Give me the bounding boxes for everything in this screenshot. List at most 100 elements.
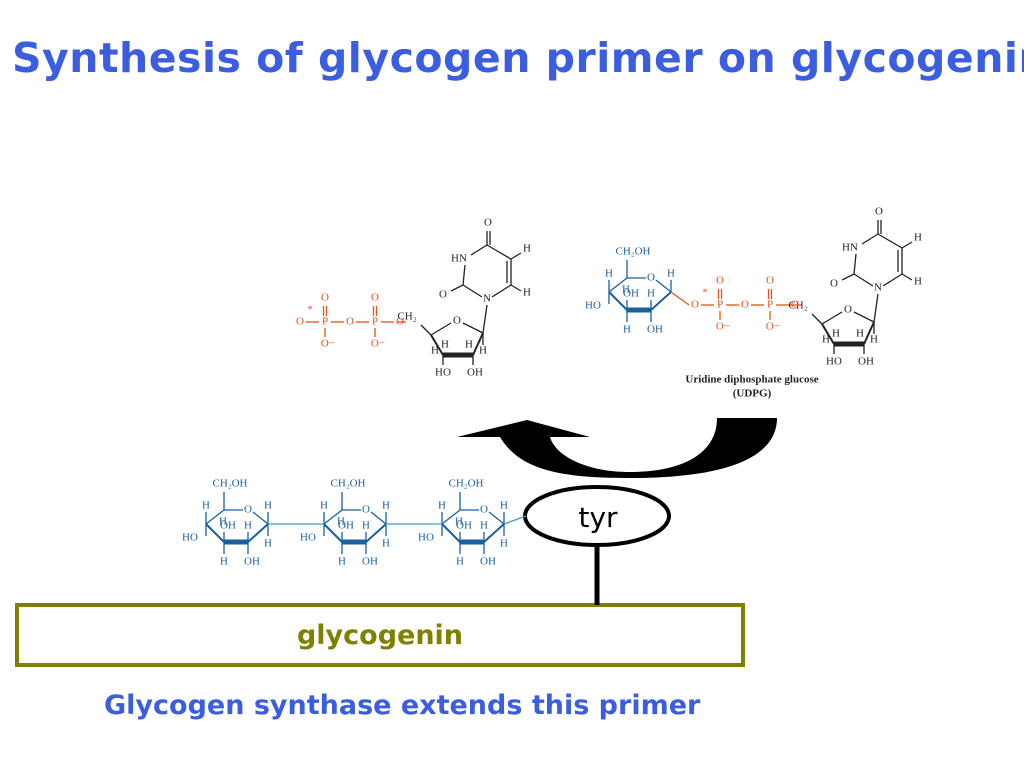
bond bbox=[450, 284, 464, 292]
h-label: H bbox=[244, 520, 252, 532]
bond bbox=[323, 509, 343, 525]
n-label: N bbox=[874, 282, 882, 294]
bond bbox=[323, 523, 343, 543]
bond bbox=[470, 244, 488, 256]
bond bbox=[510, 284, 522, 292]
h-label: H bbox=[431, 345, 439, 357]
h-label: H bbox=[338, 556, 346, 568]
h-label: H bbox=[456, 556, 464, 568]
o-label: O bbox=[439, 289, 447, 301]
bond bbox=[821, 311, 843, 325]
bond bbox=[247, 523, 269, 543]
h-label: H bbox=[832, 328, 840, 340]
ring-oxygen: O bbox=[647, 272, 655, 284]
h-label: H bbox=[647, 288, 655, 300]
h-label: H bbox=[500, 500, 508, 512]
ring-oxygen: O bbox=[244, 504, 252, 516]
caption: Glycogen synthase extends this primer bbox=[104, 690, 701, 721]
star-label: * bbox=[308, 304, 313, 315]
star-label: * bbox=[703, 287, 708, 298]
o-label: O bbox=[830, 278, 838, 290]
h-label: H bbox=[337, 516, 345, 528]
ring-oxygen: O bbox=[453, 315, 461, 327]
o-minus-label: O− bbox=[716, 321, 730, 333]
bond bbox=[650, 291, 672, 311]
h-label: H bbox=[500, 538, 508, 550]
h-label: H bbox=[622, 284, 630, 296]
bond bbox=[205, 509, 225, 525]
h-label: H bbox=[264, 500, 272, 512]
bond bbox=[482, 304, 488, 334]
bond bbox=[472, 332, 484, 356]
o-label: O bbox=[766, 275, 774, 287]
bond bbox=[811, 313, 823, 325]
bond bbox=[863, 321, 875, 345]
bond bbox=[873, 293, 879, 323]
page-title: Synthesis of glycogen primer on glycogen… bbox=[12, 34, 1024, 82]
h-label: H bbox=[441, 339, 449, 351]
bond bbox=[430, 334, 444, 356]
h-label: H bbox=[382, 500, 390, 512]
h-label: H bbox=[219, 516, 227, 528]
bond bbox=[462, 284, 483, 298]
bond bbox=[608, 291, 628, 311]
p-label: P bbox=[717, 299, 723, 311]
bond bbox=[441, 523, 461, 543]
tyr-glycosidic-bond bbox=[503, 515, 527, 525]
o-minus-label: O− bbox=[766, 321, 780, 333]
h-label: H bbox=[914, 232, 922, 244]
bond bbox=[901, 241, 913, 249]
h-label: H bbox=[362, 520, 370, 532]
o-label: O bbox=[296, 316, 304, 328]
bond bbox=[882, 273, 903, 287]
hn-label: HN bbox=[842, 242, 858, 254]
bond bbox=[670, 291, 690, 306]
p-label: P bbox=[322, 316, 328, 328]
h-label: H bbox=[480, 520, 488, 532]
p-label: P bbox=[767, 299, 773, 311]
n-label: N bbox=[483, 293, 491, 305]
ch2oh-label: CH₂OH bbox=[448, 478, 483, 490]
h-label: H bbox=[220, 556, 228, 568]
glycogenin-box-group bbox=[15, 485, 745, 667]
bond bbox=[462, 322, 484, 334]
bond bbox=[491, 284, 512, 298]
p-label: P bbox=[372, 316, 378, 328]
bond bbox=[420, 324, 432, 336]
o-label: O bbox=[691, 299, 699, 311]
bond bbox=[655, 279, 672, 293]
bond bbox=[853, 311, 875, 323]
o-label: O bbox=[716, 275, 724, 287]
bond bbox=[853, 253, 857, 275]
h-label: H bbox=[382, 538, 390, 550]
oh-label: OH bbox=[467, 367, 483, 379]
h-label: H bbox=[605, 268, 613, 280]
ring-oxygen: O bbox=[844, 304, 852, 316]
udpg-abbrev-label: (UDPG) bbox=[733, 388, 772, 400]
bond bbox=[841, 273, 855, 281]
h-label: H bbox=[870, 334, 878, 346]
bond bbox=[488, 511, 505, 525]
curved-arrow bbox=[457, 418, 777, 478]
oh-label: OH bbox=[623, 288, 639, 300]
h-label: H bbox=[479, 345, 487, 357]
oh-label: OH bbox=[456, 520, 472, 532]
o-minus-label: O− bbox=[371, 338, 385, 350]
h-label: H bbox=[623, 324, 631, 336]
hn-label: HN bbox=[451, 253, 467, 265]
h-label: H bbox=[438, 500, 446, 512]
glycogenin-box bbox=[15, 603, 745, 667]
h-label: H bbox=[264, 538, 272, 550]
bond bbox=[462, 264, 466, 286]
h-label: H bbox=[320, 500, 328, 512]
ch2oh-label: CH₂OH bbox=[615, 246, 650, 258]
bond bbox=[853, 273, 874, 287]
ho-label: HO bbox=[182, 532, 198, 544]
o-label: O bbox=[484, 217, 492, 229]
ho-label: HO bbox=[300, 532, 316, 544]
ho-label: HO bbox=[435, 367, 451, 379]
h-label: H bbox=[822, 334, 830, 346]
